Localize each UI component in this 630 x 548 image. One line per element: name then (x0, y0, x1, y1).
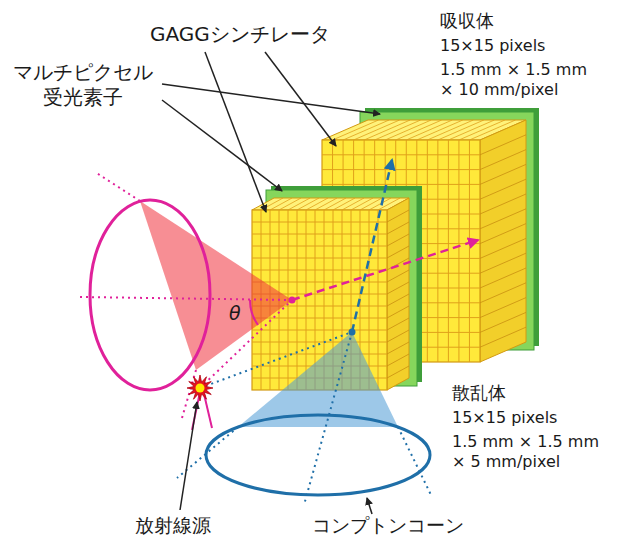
component-label: マルチピクセル 受光素子 (8, 60, 158, 110)
scattered-gamma (292, 240, 478, 300)
dimension-label: 1.5 mm × 1.5 mm × 5 mm/pixel (452, 432, 608, 472)
source-label: 放射線源 (135, 514, 211, 538)
part-title: 散乱体 (452, 382, 506, 405)
interaction-point (349, 329, 356, 336)
cone-label: コンプトンコーン (312, 514, 464, 538)
scattered-gamma (352, 160, 392, 332)
angle-symbol: θ (229, 302, 241, 326)
pixel-count: 15×15 pixels (440, 36, 545, 56)
dimension-label: 1.5 mm × 1.5 mm × 10 mm/pixel (440, 60, 596, 100)
leader-lines (162, 52, 380, 514)
compton-cone-blue (177, 332, 431, 505)
pixel-count: 15×15 pixels (452, 408, 557, 428)
part-title: 吸収体 (440, 10, 494, 33)
compton-cone-red (80, 172, 292, 430)
radiation-source (187, 375, 213, 401)
gamma-path (200, 300, 292, 388)
gamma-path (200, 332, 352, 388)
interaction-point (289, 297, 296, 304)
component-label: GAGGシンチレータ (150, 22, 330, 47)
